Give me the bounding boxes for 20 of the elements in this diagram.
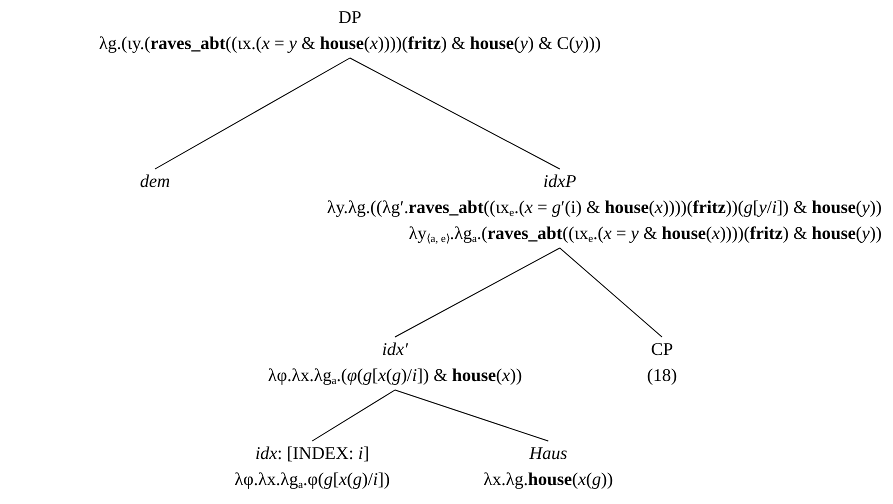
- formula: λy.λg.((λg′.raves_abt((ιx$_{e}$.(x = g′(i) & house(x))))(fritz))(g[y/i]) & house(y)): [327, 196, 882, 220]
- formula: λy$_{⟨a, e⟩}$.λg$_{a}$.(raves_abt((ιx$_{e}$.(x = y & house(x))))(fritz) & house(y)): [408, 222, 882, 246]
- node-label: Haus: [529, 442, 568, 465]
- node-label: idx′: [382, 338, 408, 361]
- node-label: dem: [140, 170, 170, 193]
- tree-branch: [394, 390, 549, 442]
- formula: λx.λg.house(x(g)): [484, 468, 613, 491]
- tree-branch: [394, 248, 560, 338]
- tree-branch: [154, 58, 350, 170]
- tree-branch: [349, 58, 560, 170]
- node-label: idx: [INDEX: i]: [255, 442, 370, 465]
- tree-branch: [312, 390, 396, 442]
- tree-branch: [559, 248, 662, 338]
- formula: λg.(ιy.(raves_abt((ιx.(x = y & house(x))))(fritz) & house(y) & C(y))): [99, 32, 601, 55]
- node-label: idxP: [543, 170, 576, 193]
- node-label: CP: [650, 338, 674, 361]
- node-label: DP: [338, 6, 362, 29]
- formula: λφ.λx.λg$_{a}$.φ(g[x(g)/i]): [234, 468, 390, 492]
- formula: (18): [647, 364, 677, 387]
- formula: λφ.λx.λg$_{a}$.(φ(g[x(g)/i]) & house(x)): [268, 364, 522, 388]
